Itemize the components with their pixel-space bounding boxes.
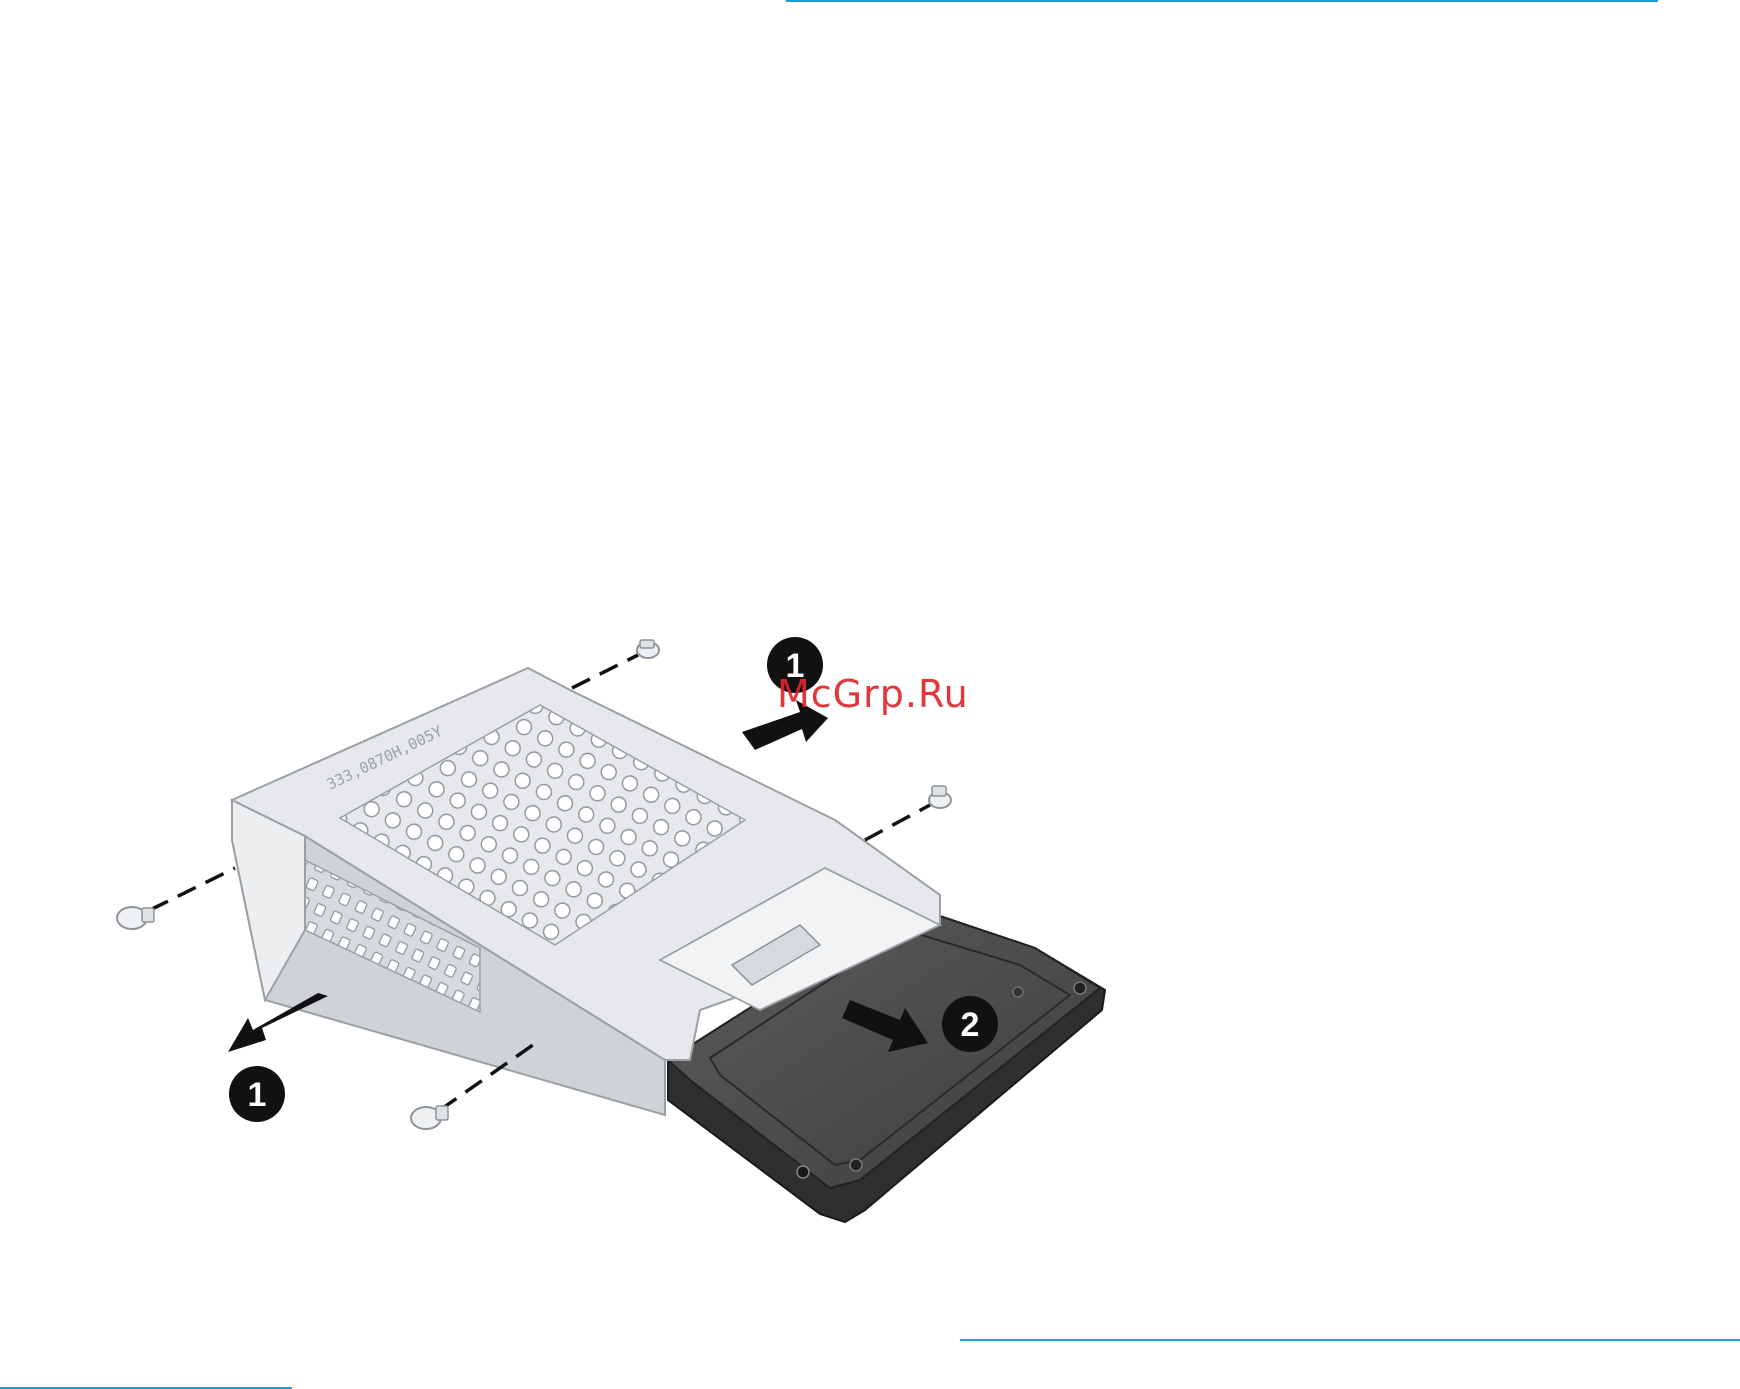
guide-line (572, 655, 638, 688)
screw-icon (637, 640, 659, 658)
watermark-text: McGrp.Ru (777, 672, 969, 716)
screw-icon (411, 1106, 448, 1129)
callout-label: 2 (961, 1006, 980, 1044)
callout-label: 1 (248, 1076, 267, 1114)
guide-line (150, 868, 235, 910)
screw-icon (929, 786, 951, 808)
guide-line (865, 805, 930, 840)
callout-step-2: 2 (942, 996, 998, 1052)
callout-step-1-left: 1 (229, 1066, 285, 1122)
screw-icon (117, 907, 154, 929)
